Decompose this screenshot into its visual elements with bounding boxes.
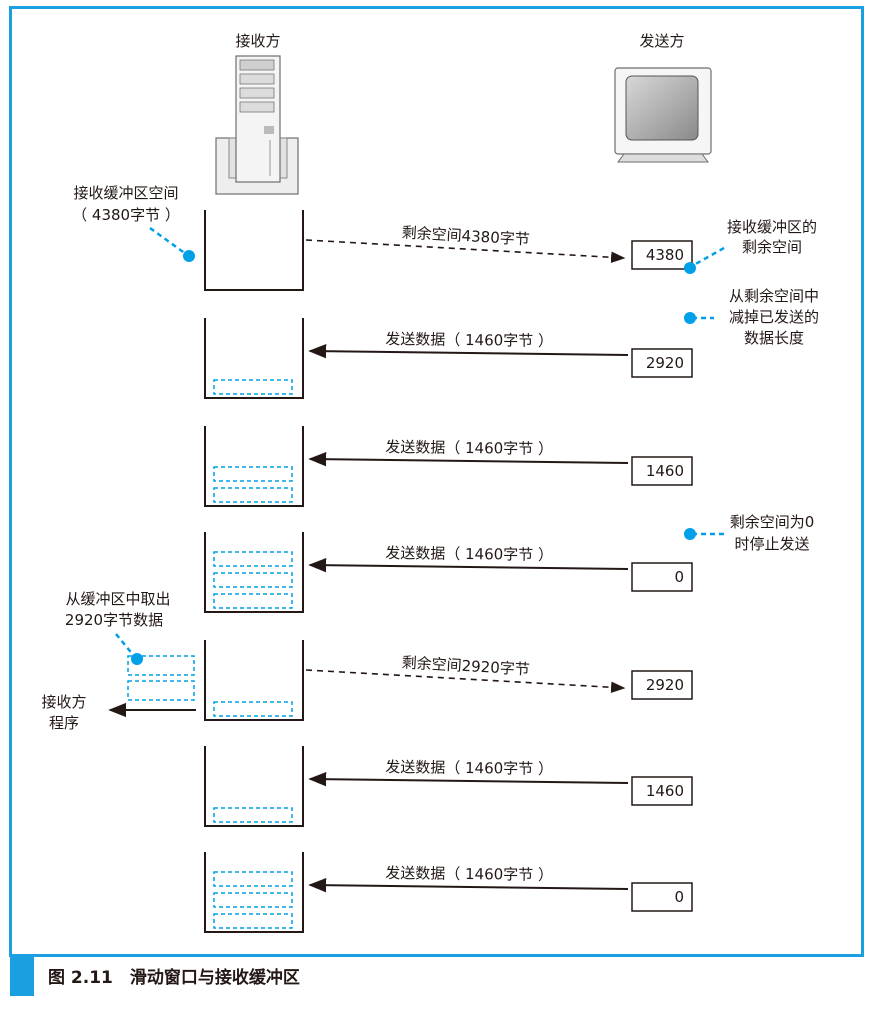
window-counter-value: 1460 [646, 782, 684, 800]
arrow-label: 剩余空间2920字节 [401, 653, 530, 678]
message-arrow [308, 558, 629, 573]
takeout-note-leader [115, 633, 135, 657]
remaining-note-leader [691, 246, 725, 268]
stage-4: 0 发送数据（ 1460字节 ） [204, 532, 693, 613]
receive-buffer [204, 318, 304, 399]
takeout-note-line2: 2920字节数据 [65, 611, 163, 629]
stage-1: 4380 剩余空间4380字节 [204, 210, 693, 291]
buffer-note-leader [149, 226, 187, 256]
arrow-label: 发送数据（ 1460字节 ） [385, 758, 553, 778]
receive-buffer [204, 426, 304, 507]
taken-block-2 [127, 680, 195, 701]
window-counter-box [631, 882, 693, 912]
stage-6: 1460 发送数据（ 1460字节 ） [204, 746, 693, 827]
data-block [213, 593, 293, 609]
arrow-label: 发送数据（ 1460字节 ） [385, 864, 553, 884]
zero-note-line1: 剩余空间为0 [730, 513, 815, 531]
zero-note-dot [684, 528, 696, 540]
monitor-icon [614, 67, 712, 163]
receive-buffer [204, 640, 304, 721]
stage-3: 1460 发送数据（ 1460字节 ） [204, 426, 693, 507]
sender-label: 发送方 [639, 32, 684, 50]
window-counter-value: 0 [674, 568, 684, 586]
window-counter-box [631, 456, 693, 486]
remaining-note-line1: 接收缓冲区的 [727, 218, 817, 236]
message-arrow [305, 239, 626, 264]
window-counter-box [631, 240, 693, 270]
receive-buffer [204, 746, 304, 827]
window-counter-box [631, 562, 693, 592]
data-block [213, 551, 293, 567]
app-label-line2: 程序 [49, 714, 79, 732]
figure-caption: 图 2.11 滑动窗口与接收缓冲区 [48, 967, 300, 988]
buffer-note-line2: （ 4380字节 ） [72, 206, 180, 224]
data-block [213, 871, 293, 887]
data-block [213, 701, 293, 717]
message-arrow [308, 878, 629, 893]
data-block [213, 892, 293, 908]
window-counter-box [631, 670, 693, 700]
app-label-line1: 接收方 [41, 693, 86, 711]
message-arrow [308, 772, 629, 787]
receiver-label: 接收方 [235, 32, 280, 50]
window-counter-value: 4380 [646, 246, 684, 264]
message-arrow [308, 452, 629, 467]
data-block [213, 913, 293, 929]
receive-buffer [204, 852, 304, 933]
takeout-note-dot [131, 653, 143, 665]
buffer-note-line1: 接收缓冲区空间 [73, 184, 178, 202]
arrow-label: 发送数据（ 1460字节 ） [385, 544, 553, 564]
data-block [213, 379, 293, 395]
takeout-note-line1: 从缓冲区中取出 [65, 590, 170, 608]
subtract-note-dot [684, 312, 696, 324]
data-block [213, 572, 293, 588]
subtract-note-line2: 减掉已发送的 [729, 308, 819, 326]
receive-buffer [204, 210, 304, 291]
window-counter-value: 2920 [646, 354, 684, 372]
subtract-note-line1: 从剩余空间中 [729, 287, 819, 305]
data-block [213, 807, 293, 823]
window-counter-value: 0 [674, 888, 684, 906]
remaining-note-dot [684, 262, 696, 274]
arrow-label: 发送数据（ 1460字节 ） [385, 330, 553, 350]
server-icon [215, 55, 299, 195]
stage-7: 0 发送数据（ 1460字节 ） [204, 852, 693, 933]
stage-2: 2920 发送数据（ 1460字节 ） [204, 318, 693, 399]
figure-frame [9, 6, 864, 957]
arrow-label: 剩余空间4380字节 [401, 223, 530, 248]
zero-note-line2: 时停止发送 [734, 535, 809, 553]
window-counter-value: 1460 [646, 462, 684, 480]
window-counter-value: 2920 [646, 676, 684, 694]
remaining-note-line2: 剩余空间 [742, 238, 802, 256]
window-counter-box [631, 348, 693, 378]
message-arrow [308, 344, 629, 359]
stage-5: 2920 剩余空间2920字节 [204, 640, 693, 721]
window-counter-box [631, 776, 693, 806]
message-arrow [305, 669, 626, 694]
data-block [213, 466, 293, 482]
buffer-note-dot [183, 250, 195, 262]
subtract-note-line3: 数据长度 [744, 329, 804, 347]
data-block [213, 487, 293, 503]
arrow-label: 发送数据（ 1460字节 ） [385, 438, 553, 458]
receive-buffer [204, 532, 304, 613]
caption-accent [10, 955, 34, 996]
